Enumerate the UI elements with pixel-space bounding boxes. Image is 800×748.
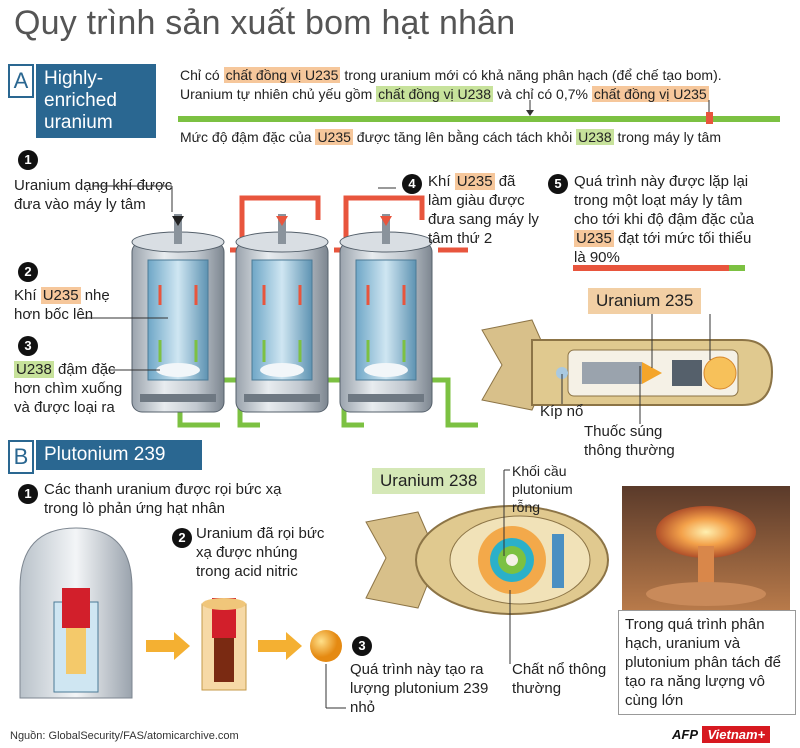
info-line-1: Chỉ có chất đồng vị U235 trong uranium m…: [180, 67, 722, 83]
source-credit: Nguồn: GlobalSecurity/FAS/atomicarchive.…: [10, 730, 239, 742]
enrichment-bar-u238: [729, 265, 745, 271]
chat-no-label: Chất nổ thông thường: [512, 661, 607, 697]
step-b2-number: 2: [172, 528, 192, 548]
publisher-logos: AFP Vietnam+: [672, 726, 771, 744]
mushroom-cloud-image: [622, 486, 790, 610]
step-b3-text: Quá trình này tạo ra lượng plutonium 239…: [350, 661, 489, 716]
u235-marker: [706, 112, 713, 124]
pointer-arrows: [526, 100, 710, 116]
section-a-letter: A: [8, 64, 34, 98]
implosion-bomb: [365, 505, 609, 615]
afp-logo: AFP: [672, 727, 698, 742]
uranium-238-label: Uranium 238: [372, 468, 486, 494]
step-a3-number: 3: [18, 336, 38, 356]
centrifuges-illustration: [131, 195, 478, 428]
info-line-2: Uranium tự nhiên chủ yếu gồm chất đồng v…: [180, 86, 709, 102]
section-b-label: Plutonium 239: [36, 440, 202, 470]
step-a5-text: Quá trình này được lặp lại trong một loạ…: [574, 173, 754, 266]
page-title: Quy trình sản xuất bom hạt nhân: [14, 4, 516, 42]
step-b2-text: Uranium đã rọi bức xạ được nhúng trong a…: [196, 525, 325, 580]
kip-no-label: Kíp nổ: [540, 403, 584, 420]
uranium-235-label: Uranium 235: [588, 288, 702, 314]
khoi-cau-label: Khối cầu plutonium rỗng: [512, 463, 573, 515]
step-a5-number: 5: [548, 174, 568, 194]
section-a-label: Highly-enriched uranium: [36, 64, 156, 138]
step-b3-number: 3: [352, 636, 372, 656]
step-a4-number: 4: [402, 174, 422, 194]
section-b-letter: B: [8, 440, 34, 474]
step-a2-text: Khí U235 nhẹ hơn bốc lên: [14, 287, 110, 323]
gun-type-bomb: [481, 319, 774, 411]
fission-caption: Trong quá trình phân hạch, uranium và pl…: [618, 610, 796, 715]
step-a3-text: U238 đậm đặc hơn chìm xuống và được loại…: [14, 361, 123, 416]
step-a1-number: 1: [18, 150, 38, 170]
thuoc-sung-label: Thuốc súng thông thường: [584, 423, 675, 459]
enrichment-bar-u235: [573, 265, 729, 271]
step-b1-text: Các thanh uranium được rọi bức xạ trong …: [44, 481, 282, 517]
info-line-3: Mức độ đậm đặc của U235 được tăng lên bằ…: [180, 129, 721, 145]
step-b1-number: 1: [18, 484, 38, 504]
reactor-process-illustration: [19, 527, 342, 699]
vietnamplus-logo: Vietnam+: [702, 726, 771, 743]
step-a4-text: Khí U235 đã làm giàu được đưa sang máy l…: [428, 173, 539, 247]
uranium-composition-bar: [178, 116, 780, 122]
step-a2-number: 2: [18, 262, 38, 282]
